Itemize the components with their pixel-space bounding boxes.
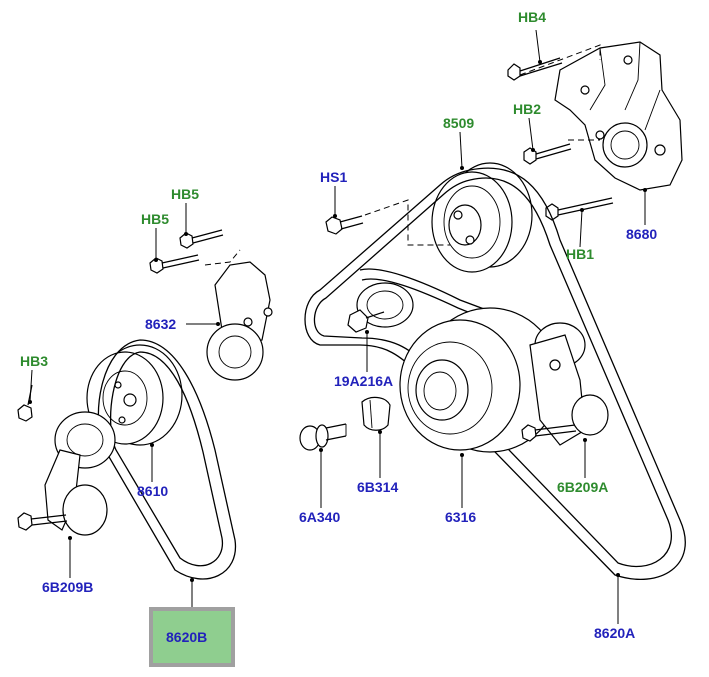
callout-hs1[interactable]: HS1 — [320, 169, 347, 185]
bolt-6a340 — [299, 423, 347, 451]
bolt-hb1 — [545, 197, 614, 221]
callout-8610[interactable]: 8610 — [137, 483, 168, 499]
bolt-hb2 — [523, 143, 572, 165]
callout-6b209b[interactable]: 6B209B — [42, 579, 93, 595]
callout-8620b[interactable]: 8620B — [166, 629, 207, 645]
bolt-hb5-upper — [179, 229, 224, 249]
bracket-8680 — [519, 41, 683, 191]
leader-lines — [28, 29, 647, 624]
tensioner-6b209a — [521, 322, 609, 446]
callout-6a340[interactable]: 6A340 — [299, 509, 340, 525]
callout-6b314[interactable]: 6B314 — [357, 479, 398, 495]
highlight-box-8620b — [149, 607, 235, 667]
callout-8632[interactable]: 8632 — [145, 316, 176, 332]
callout-hb2[interactable]: HB2 — [513, 101, 541, 117]
callout-hb3[interactable]: HB3 — [20, 353, 48, 369]
belt-8620b-inner — [110, 351, 223, 567]
tensioner-6b209b — [17, 411, 116, 536]
callout-8680[interactable]: 8680 — [626, 226, 657, 242]
idler-19a216a — [347, 282, 414, 333]
callout-labels: HB4 HB2 8509 HS1 8680 HB1 HB5 HB5 8632 H… — [20, 9, 657, 645]
callout-8509[interactable]: 8509 — [443, 115, 474, 131]
key-6b314 — [361, 396, 391, 431]
callout-8620a[interactable]: 8620A — [594, 625, 635, 641]
bracket-8632 — [204, 249, 273, 381]
callout-hb5-low[interactable]: HB5 — [141, 211, 169, 227]
bolt-hs1 — [325, 199, 450, 246]
callout-hb1[interactable]: HB1 — [566, 246, 594, 262]
callout-hb4[interactable]: HB4 — [518, 9, 546, 25]
callout-19a216a[interactable]: 19A216A — [334, 373, 393, 389]
callout-6b209a[interactable]: 6B209A — [557, 479, 608, 495]
callout-hb5-top[interactable]: HB5 — [171, 186, 199, 202]
bolt-hb4 — [507, 57, 563, 81]
belt-8620b-outer — [97, 339, 237, 580]
callout-6316[interactable]: 6316 — [445, 509, 476, 525]
pulley-8509 — [431, 162, 533, 273]
bolt-hb5-lower — [149, 254, 200, 274]
damper-6316 — [399, 307, 561, 453]
